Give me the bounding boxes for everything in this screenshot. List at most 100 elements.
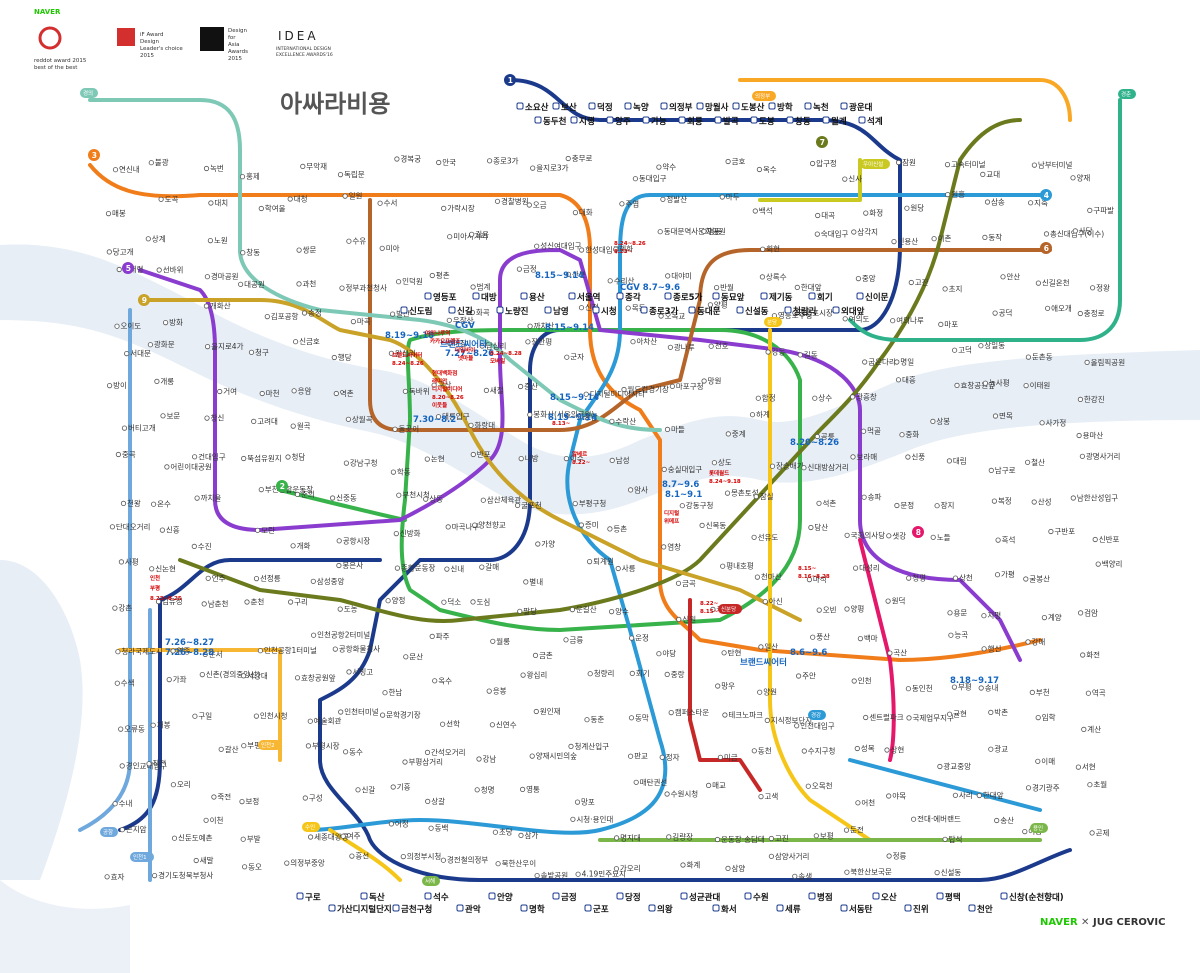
line-tag-pill[interactable] [860,159,890,169]
station-label[interactable]: 부평삼거리 [409,757,444,767]
station-label[interactable]: 장승배기 [776,461,804,471]
station-label[interactable]: 송정 [308,308,322,318]
station-label[interactable]: 월드컵경기장 [628,384,669,394]
station-label[interactable]: 예술회관 [314,716,342,726]
station-dot[interactable] [667,344,674,350]
station-label[interactable]: 문정 [900,500,914,510]
station-dot[interactable] [714,836,721,843]
station-label[interactable]: 먹골 [867,426,881,436]
station-label[interactable]: 역곡 [1092,688,1106,698]
station-label[interactable]: 화계 [687,860,701,870]
station-label[interactable]: 정부과천청사 [346,283,387,293]
station-dot[interactable] [762,598,768,605]
station-dot[interactable] [218,746,224,752]
station-dot[interactable] [529,753,535,759]
station-dot[interactable] [627,487,634,493]
station-dot[interactable] [400,853,406,860]
station-dot[interactable] [930,534,936,540]
major-station-label[interactable]: 종각 [625,292,641,303]
major-station-label[interactable]: 신길 [457,306,473,317]
station-dot[interactable] [769,463,776,469]
station-dot[interactable] [239,798,245,805]
station-dot[interactable] [535,541,541,547]
station-dot[interactable] [1087,207,1093,213]
station-dot[interactable] [659,754,665,760]
station-dot[interactable] [394,156,400,162]
station-dot[interactable] [472,522,478,528]
station-label[interactable]: 운동장·송담대 [721,834,765,844]
station-dot[interactable] [253,575,260,582]
station-dot[interactable] [394,565,400,571]
station-dot[interactable] [792,310,798,316]
station-dot[interactable] [813,833,819,839]
station-dot[interactable] [258,205,264,212]
station-label[interactable]: 춘천 [251,597,265,607]
station-dot[interactable] [607,278,613,284]
station-dot[interactable] [205,343,211,350]
station-label[interactable]: 답십리 [486,341,507,351]
station-label[interactable]: 구리 [294,598,308,607]
major-station-label[interactable]: 발곡 [723,116,739,127]
station-label[interactable]: 곤지암 [126,824,147,834]
station-label[interactable]: 파주 [436,632,450,641]
station-dot[interactable] [721,650,727,656]
station-label[interactable]: 덕소 [447,597,461,607]
station-dot[interactable] [119,763,125,769]
station-label[interactable]: 부발 [247,835,261,844]
station-dot[interactable] [613,246,619,252]
station-dot[interactable] [424,749,431,756]
station-label[interactable]: 인천 [858,676,872,686]
station-dot[interactable] [241,743,247,749]
station-dot[interactable] [609,418,615,424]
station-label[interactable]: 약수 [662,162,676,172]
station-dot[interactable] [355,787,361,793]
station-dot[interactable] [239,174,246,180]
station-dot[interactable] [514,502,521,508]
station-label[interactable]: 경전철의정부 [447,855,488,865]
station-label[interactable]: 계양 [1048,612,1062,622]
station-label[interactable]: 오금 [533,201,547,210]
station-label[interactable]: 탑석 [949,834,963,844]
station-dot[interactable] [565,155,571,162]
station-label[interactable]: 수원시청 [671,790,699,799]
station-label[interactable]: 의정부중앙 [290,858,325,868]
station-dot[interactable] [107,382,113,389]
major-station-label[interactable]: 월계 [831,116,847,127]
transfer-station-marker[interactable] [592,306,600,314]
station-dot[interactable] [469,309,475,316]
transfer-station-marker[interactable] [856,292,864,300]
station-label[interactable]: 여의나루 [896,315,924,325]
station-label[interactable]: 거여 [223,386,237,396]
station-label[interactable]: 용문 [954,608,968,617]
station-dot[interactable] [1025,459,1031,465]
station-dot[interactable] [613,835,620,841]
station-dot[interactable] [305,743,311,749]
station-dot[interactable] [680,862,686,868]
station-dot[interactable] [530,165,536,171]
station-dot[interactable] [402,759,408,765]
station-label[interactable]: 김유정 [162,596,183,606]
major-station-label[interactable]: 의왕 [657,904,673,915]
station-label[interactable]: 과천 [303,278,317,288]
station-dot[interactable] [947,610,953,616]
major-station-label[interactable]: 명학 [529,904,545,915]
station-label[interactable]: 용마산 [1083,430,1104,440]
station-dot[interactable] [145,236,151,242]
station-label[interactable]: 서현 [1082,763,1096,772]
station-dot[interactable] [307,834,314,840]
station-dot[interactable] [904,205,910,211]
station-label[interactable]: 회기 [636,669,650,678]
station-label[interactable]: 백마 [864,633,878,643]
station-label[interactable]: 길동 [804,350,818,359]
station-label[interactable]: 마두 [726,193,740,202]
line-8-badge[interactable] [912,526,924,538]
station-label[interactable]: 혜화 [619,245,633,254]
station-label[interactable]: 월곡 [297,421,311,431]
station-dot[interactable] [656,164,662,170]
station-label[interactable]: 오목교 [665,312,686,321]
station-label[interactable]: 작전 [153,758,167,768]
station-dot[interactable] [794,723,800,729]
transfer-station-marker[interactable] [872,892,880,900]
station-label[interactable]: 대야미 [671,270,692,280]
station-label[interactable]: 까치울 [201,494,222,503]
